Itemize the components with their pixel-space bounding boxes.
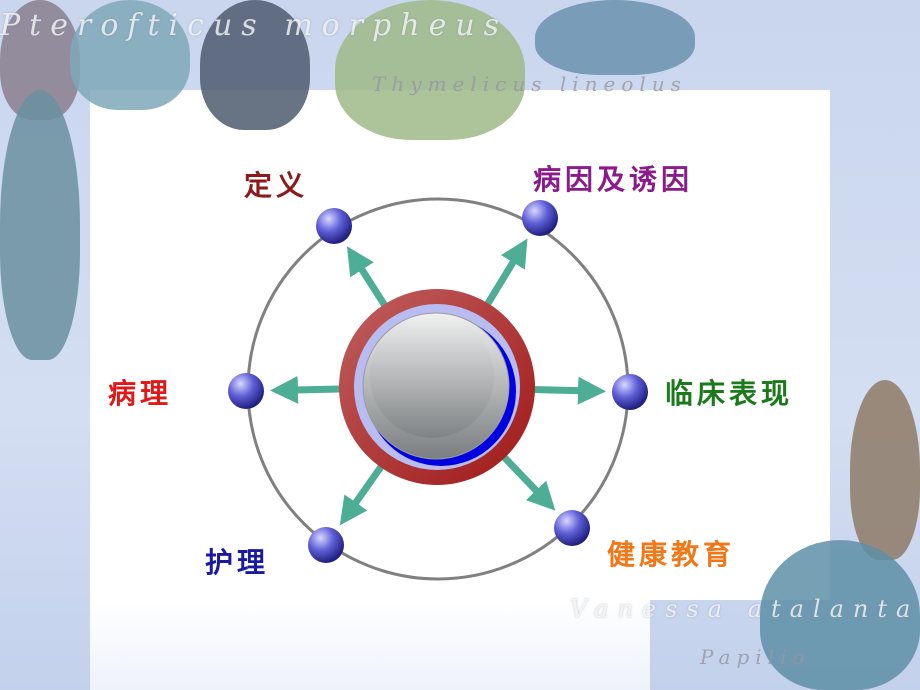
butterfly-image [335, 0, 525, 140]
butterfly-image [850, 380, 920, 560]
slide-panel-bottom [90, 600, 650, 690]
butterfly-image [760, 540, 920, 690]
node-sphere [554, 510, 590, 546]
butterfly-image [535, 0, 695, 75]
node-sphere [612, 374, 648, 410]
butterfly-image [200, 0, 310, 130]
node-label-definition: 定义 [244, 169, 309, 202]
node-sphere [308, 527, 344, 563]
watermark-text: Vanessa atalanta [570, 595, 920, 623]
node-label-pathology: 病理 [108, 377, 173, 410]
watermark-text: Thymelicus lineolus [372, 72, 687, 96]
watermark-text: Papilio [700, 645, 811, 669]
node-label-education: 健康教育 [607, 538, 736, 571]
node-sphere [316, 208, 352, 244]
center-core-highlight [370, 314, 494, 438]
node-sphere [522, 200, 558, 236]
butterfly-image [70, 0, 190, 110]
watermark-text: Pterofticus morpheus [0, 8, 509, 43]
node-label-nursing: 护理 [205, 546, 270, 579]
node-label-etiology: 病因及诱因 [533, 163, 694, 196]
node-sphere [228, 373, 264, 409]
butterfly-image [0, 90, 80, 360]
node-label-clinical: 临床表现 [665, 377, 794, 410]
